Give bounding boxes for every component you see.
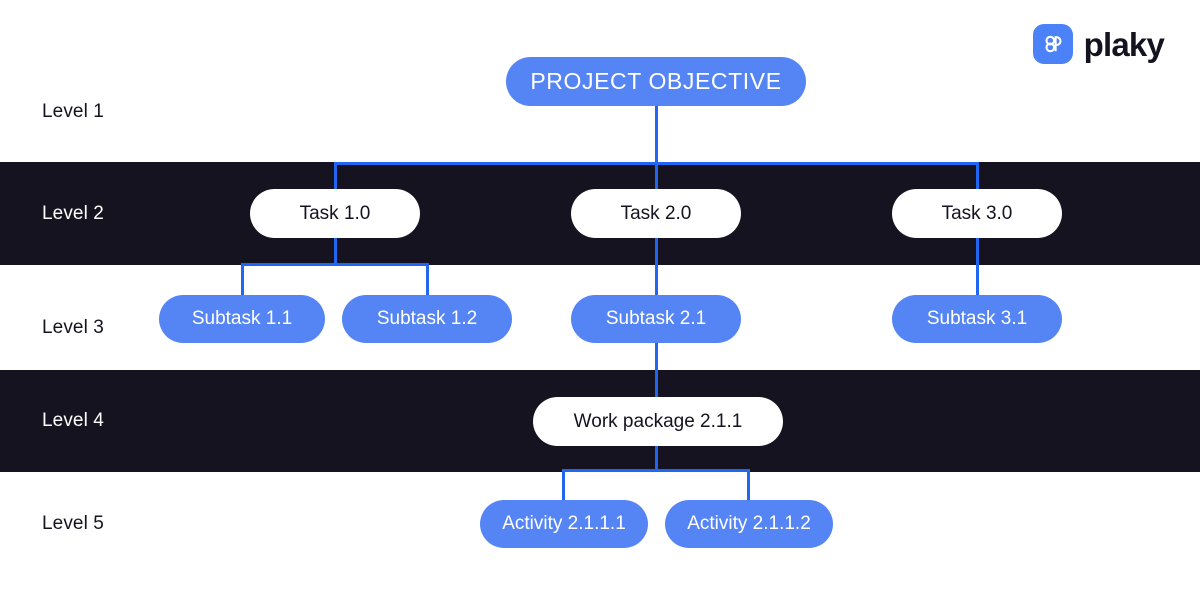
connector-bus-to-task-1 [334, 162, 337, 190]
node-subtask-3-1[interactable]: Subtask 3.1 [892, 295, 1062, 343]
level-label-2: Level 2 [42, 203, 104, 224]
node-task-1[interactable]: Task 1.0 [250, 189, 420, 238]
connector-bus-to-task-2 [655, 162, 658, 190]
brand-name: plaky [1083, 25, 1165, 63]
connector-bus-to-activity-2 [747, 469, 750, 502]
connector-bus-to-subtask-1-2 [426, 263, 429, 296]
node-subtask-1-1[interactable]: Subtask 1.1 [159, 295, 325, 343]
connector-work-package-bus [562, 469, 750, 472]
node-subtask-1-2[interactable]: Subtask 1.2 [342, 295, 512, 343]
connector-bus-to-subtask-1-1 [241, 263, 244, 296]
connector-subtask-2-1-to-work-package [655, 342, 658, 398]
node-activity-2-1-1-1[interactable]: Activity 2.1.1.1 [480, 500, 648, 548]
connector-task-1-bus [241, 263, 429, 266]
node-task-2[interactable]: Task 2.0 [571, 189, 741, 238]
level-label-5: Level 5 [42, 513, 104, 534]
node-work-package-2-1-1[interactable]: Work package 2.1.1 [533, 397, 783, 446]
connector-work-package-down [655, 445, 658, 472]
connector-bus-to-activity-1 [562, 469, 565, 502]
node-task-3[interactable]: Task 3.0 [892, 189, 1062, 238]
level-label-4: Level 4 [42, 410, 104, 431]
connector-task-3-to-subtask-3-1 [976, 237, 979, 297]
connector-root-down [655, 105, 658, 164]
brand-logo: plaky [1032, 24, 1165, 64]
level-label-1: Level 1 [42, 101, 104, 122]
connector-bus-to-task-3 [976, 162, 979, 190]
node-project-objective[interactable]: PROJECT OBJECTIVE [506, 57, 806, 106]
node-subtask-2-1[interactable]: Subtask 2.1 [571, 295, 741, 343]
level-label-3: Level 3 [42, 317, 104, 338]
node-activity-2-1-1-2[interactable]: Activity 2.1.1.2 [665, 500, 833, 548]
connector-task-2-to-subtask-2-1 [655, 237, 658, 297]
connector-task-1-down [334, 237, 337, 265]
plaky-logo-icon [1032, 24, 1073, 64]
